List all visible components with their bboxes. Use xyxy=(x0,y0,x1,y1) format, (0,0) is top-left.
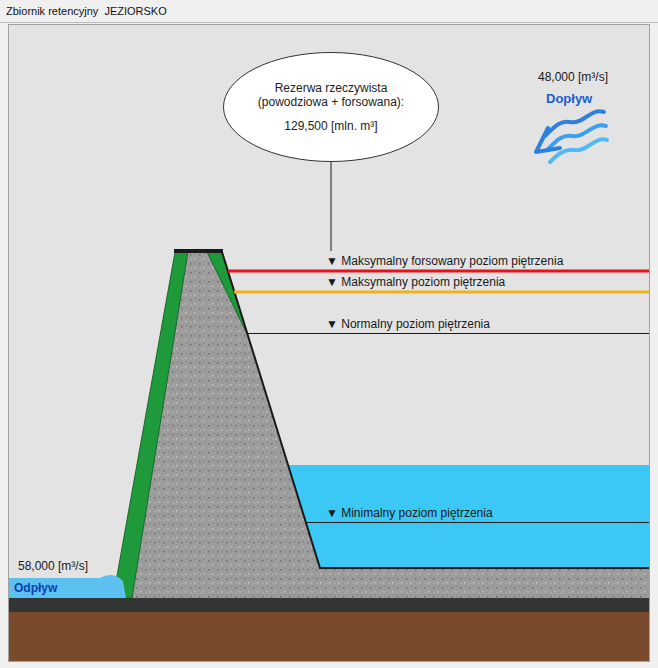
dam-crest xyxy=(174,249,223,253)
dam-facing xyxy=(207,252,248,336)
inflow-arrow xyxy=(536,111,607,162)
dam-body xyxy=(113,252,649,598)
dam-slope-line xyxy=(222,252,649,568)
outflow-label: Odpływ xyxy=(14,581,57,595)
ground-bar xyxy=(9,598,649,612)
min-level-line xyxy=(305,522,649,523)
panel xyxy=(9,25,650,662)
reserve-callout: Rezerwa rzeczywista (powodziowa + forsow… xyxy=(223,52,439,162)
dam-upstream-face xyxy=(113,252,188,598)
callout-heading: Rezerwa rzeczywista (powodziowa + forsow… xyxy=(251,81,411,109)
level-label: ▼ Maksymalny poziom piętrzenia xyxy=(326,275,505,289)
title-rule xyxy=(0,22,658,23)
leader-line xyxy=(331,162,332,251)
callout-value: 129,500 [mln. m³] xyxy=(251,119,411,133)
inflow-value: 48,000 [m³/s] xyxy=(538,70,608,84)
level-label: ▼ Normalny poziom piętrzenia xyxy=(326,317,490,331)
inflow-label: Dopływ xyxy=(546,92,592,106)
outflow-water xyxy=(9,575,126,598)
max-level-line xyxy=(234,291,649,294)
reservoir-water xyxy=(288,465,649,568)
normal-level-line xyxy=(247,333,649,334)
ground xyxy=(9,612,649,661)
level-label: ▼ Maksymalny forsowany poziom piętrzenia xyxy=(326,254,563,268)
level-label: ▼ Minimalny poziom piętrzenia xyxy=(326,506,493,520)
window-title: Zbiornik retencyjny JEZIORSKO xyxy=(6,4,167,18)
outflow-value: 58,000 [m³/s] xyxy=(18,559,88,573)
max-forced-level-line xyxy=(228,270,649,273)
title-bar xyxy=(0,0,658,22)
